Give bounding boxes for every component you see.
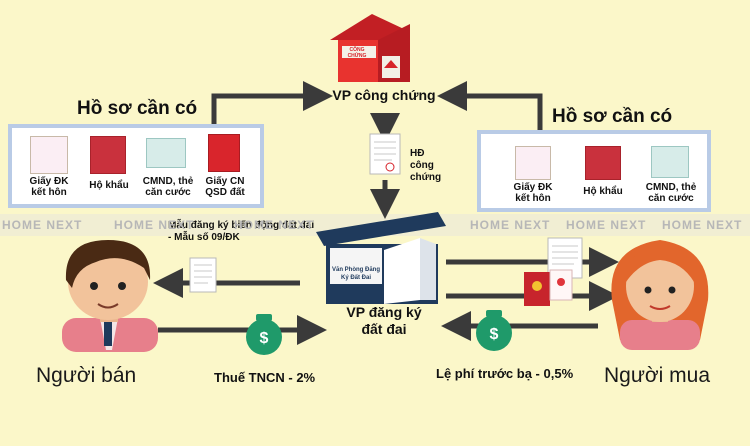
land-change-form-icon	[189, 257, 217, 293]
seller-avatar	[62, 240, 158, 352]
form-note: Mẫu đăng ký biến động đất đai - Mẫu số 0…	[168, 220, 315, 243]
registry-building-sign: Văn Phòng Đăng Ký Đất Đai	[332, 267, 380, 281]
watermark-1: HOME NEXT	[2, 218, 83, 232]
left-doc-label-2: CMND, thẻ căn cước	[142, 176, 194, 198]
household-book-icon	[585, 146, 621, 180]
notary-building-sign: CÔNG CHỨNG	[347, 47, 367, 59]
watermark-5: HOME NEXT	[566, 218, 647, 232]
notary-building-icon	[330, 14, 410, 82]
right-docs-box: Giấy ĐK kết hôn Hộ khẩu CMND, thẻ căn cư…	[477, 130, 711, 212]
marriage-certificate-icon	[515, 146, 551, 180]
svg-text:$: $	[490, 326, 499, 343]
household-book-icon	[90, 136, 126, 174]
arrow-left-docs-to-notary	[211, 81, 333, 124]
notary-label: VP công chứng	[332, 87, 436, 103]
fee-money-bag-icon: $	[476, 310, 512, 351]
land-certificate-icon	[208, 134, 240, 172]
buyer-avatar	[611, 240, 709, 350]
marriage-certificate-icon	[30, 136, 68, 174]
left-docs-box: Giấy ĐK kết hôn Hộ khẩu CMND, thẻ căn cư…	[8, 124, 264, 208]
watermark-6: HOME NEXT	[662, 218, 743, 232]
svg-text:$: $	[260, 330, 269, 347]
land-title-certificate-icon	[524, 269, 573, 306]
id-card-icon	[146, 138, 186, 168]
buyer-label: Người mua	[604, 364, 711, 387]
right-doc-label-2: CMND, thẻ căn cước	[645, 182, 697, 204]
tax-money-bag-icon: $	[246, 314, 282, 355]
left-doc-label-1: Hộ khẩu	[89, 180, 129, 191]
right-doc-label-0: Giấy ĐK kết hôn	[513, 182, 553, 204]
arrow-right-docs-to-notary	[437, 81, 543, 130]
watermark-4: HOME NEXT	[470, 218, 551, 232]
registry-label: VP đăng ký đất đai	[346, 304, 422, 337]
registry-building-icon	[316, 212, 446, 304]
watermark-3: HOME NEXT	[234, 218, 315, 232]
id-card-icon	[651, 146, 689, 178]
left-doc-label-0: Giấy ĐK kết hôn	[29, 176, 69, 198]
right-docs-heading: Hồ sơ cần có	[552, 106, 673, 127]
seller-tax-label: Thuế TNCN - 2%	[214, 370, 316, 385]
contract-label: HĐ công chứng	[410, 148, 442, 183]
left-docs-heading: Hồ sơ cần có	[77, 98, 198, 119]
notarized-contract-icon	[369, 133, 401, 175]
seller-label: Người bán	[36, 364, 137, 387]
buyer-fee-label: Lệ phí trước bạ - 0,5%	[436, 366, 574, 381]
left-doc-label-3: Giấy CN QSD đất	[205, 176, 245, 198]
right-doc-label-1: Hộ khẩu	[583, 186, 623, 197]
watermark-2: HOME NEXT	[114, 218, 195, 232]
